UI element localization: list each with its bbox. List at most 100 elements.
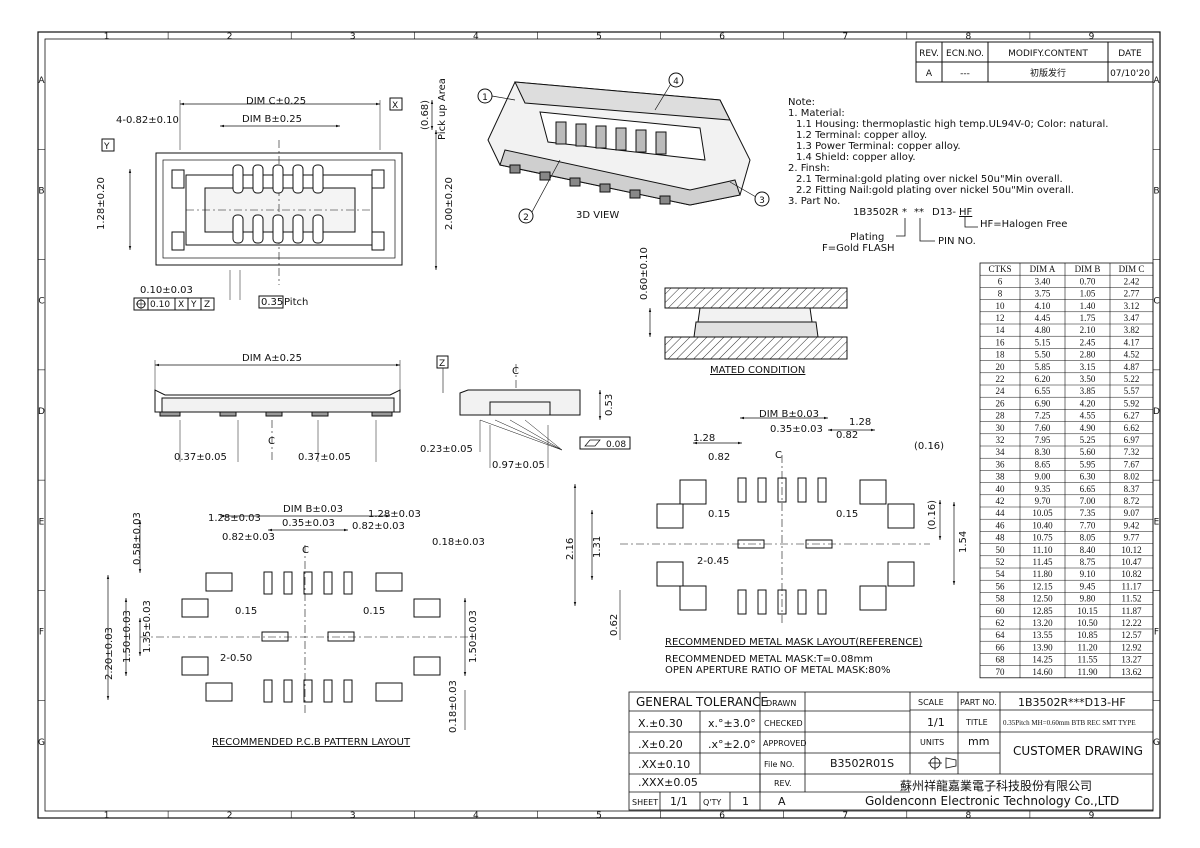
datum-x: X bbox=[392, 101, 398, 111]
ctks-cell: 4.52 bbox=[1124, 350, 1140, 360]
grid-col-label: 8 bbox=[965, 811, 971, 821]
grid-row-label: F bbox=[1154, 628, 1159, 638]
ctks-cell: 10.85 bbox=[1077, 630, 1098, 640]
scale-value: 1/1 bbox=[927, 716, 945, 729]
tol-1: X.±0.30 bbox=[638, 717, 683, 730]
ctks-cell: 1.05 bbox=[1080, 289, 1096, 299]
ctks-cell: 11.45 bbox=[1033, 557, 1053, 567]
ctks-cell: 9.70 bbox=[1035, 496, 1051, 506]
part-code: 1B3502R bbox=[853, 207, 899, 218]
datum-y: Y bbox=[103, 142, 110, 152]
height-068: (0.68) bbox=[420, 100, 431, 130]
rev-cell-date: 07/10'20 bbox=[1110, 69, 1150, 79]
mask-title: RECOMMENDED METAL MASK LAYOUT(REFERENCE) bbox=[665, 637, 923, 648]
grid-row-label: B bbox=[38, 186, 44, 196]
ctks-cell: 4.55 bbox=[1080, 411, 1096, 421]
part-suffix: D13- bbox=[932, 207, 956, 218]
grid-row-label: A bbox=[1153, 76, 1160, 86]
balloon-3: 3 bbox=[759, 196, 765, 206]
ctks-cell: 2.10 bbox=[1080, 325, 1096, 335]
ctks-cell: 42 bbox=[996, 496, 1005, 506]
balloon-4: 4 bbox=[673, 77, 679, 87]
title-value: 0.35Pitch MH=0.60mm BTB REC SMT TYPE bbox=[1003, 719, 1136, 727]
title-label: TITLE bbox=[965, 718, 988, 727]
grid-col-label: 3 bbox=[350, 811, 356, 821]
ctks-cell: 7.95 bbox=[1035, 435, 1051, 445]
note-line: 2.1 Terminal:gold plating over nickel 50… bbox=[796, 174, 1063, 185]
ctks-cell: 3.75 bbox=[1035, 289, 1051, 299]
ctks-cell: 6.65 bbox=[1080, 484, 1096, 494]
ctks-cell: 11.90 bbox=[1078, 667, 1098, 677]
units-label: UNITS bbox=[920, 738, 944, 747]
ctks-cell: 12.15 bbox=[1032, 581, 1053, 591]
side-left-037: 0.37±0.05 bbox=[174, 452, 227, 463]
tol-1-angle: x.°±3.0° bbox=[708, 717, 756, 730]
grid-col-label: 6 bbox=[719, 32, 725, 42]
height-128: 1.28±0.20 bbox=[96, 177, 107, 230]
customer-drawing: CUSTOMER DRAWING bbox=[1013, 744, 1143, 758]
ctks-cell: 4.90 bbox=[1080, 423, 1096, 433]
pcb-w018-top: 0.18±0.03 bbox=[432, 537, 485, 548]
ctks-cell: 4.45 bbox=[1035, 313, 1051, 323]
ctks-cell: 3.47 bbox=[1124, 313, 1140, 323]
gtol-z: Z bbox=[204, 300, 210, 310]
ctks-cell: 12.57 bbox=[1121, 630, 1142, 640]
ctks-cell: 9.77 bbox=[1124, 533, 1140, 543]
ctks-cell: 4.20 bbox=[1080, 398, 1096, 408]
grid-row-label: A bbox=[38, 76, 45, 86]
ctks-cell: 2.45 bbox=[1080, 337, 1096, 347]
ctks-cell: 4.87 bbox=[1124, 362, 1140, 372]
ctks-cell: 11.17 bbox=[1122, 581, 1142, 591]
ctks-cell: 11.10 bbox=[1033, 545, 1053, 555]
ctks-cell: 8.40 bbox=[1080, 545, 1096, 555]
pcb-w128-right: 1.28±0.03 bbox=[368, 509, 421, 520]
gtol-x: X bbox=[178, 300, 184, 310]
ctks-cell: 60 bbox=[996, 606, 1006, 616]
mask-v016-right: (0.16) bbox=[927, 500, 938, 530]
ctks-cell: 3.85 bbox=[1080, 386, 1096, 396]
ctks-cell: 8.75 bbox=[1080, 557, 1096, 567]
dim-b-label: DIM B±0.25 bbox=[242, 114, 302, 125]
tol-3: .XX±0.10 bbox=[638, 758, 690, 771]
ctks-cell: 10.05 bbox=[1032, 508, 1053, 518]
note-line: 2.2 Fitting Nail:gold plating over nicke… bbox=[796, 185, 1074, 196]
ctks-header: DIM C bbox=[1119, 264, 1145, 274]
ctks-cell: 9.00 bbox=[1035, 472, 1051, 482]
rev-header-ecn: ECN.NO. bbox=[946, 49, 984, 59]
ctks-cell: 7.70 bbox=[1080, 520, 1096, 530]
ctks-cell: 6.27 bbox=[1124, 411, 1140, 421]
grid-row-label: C bbox=[38, 297, 44, 307]
ctks-cell: 13.27 bbox=[1121, 655, 1142, 665]
grid-col-label: 4 bbox=[473, 811, 479, 821]
top-view bbox=[101, 97, 438, 311]
ctks-cell: 16 bbox=[996, 337, 1006, 347]
end-centerline: C bbox=[512, 366, 519, 377]
mask-w082-right: 0.82 bbox=[836, 430, 858, 441]
ctks-cell: 13.90 bbox=[1032, 642, 1053, 652]
pcb-spacing: 2-0.50 bbox=[220, 653, 252, 664]
ctks-cell: 38 bbox=[996, 472, 1006, 482]
ctks-cell: 14.25 bbox=[1032, 655, 1053, 665]
connector-3d-view: 1 2 3 4 bbox=[477, 72, 770, 224]
mask-centerline: C bbox=[775, 450, 782, 461]
ctks-cell: 6.20 bbox=[1035, 374, 1051, 384]
ctks-cell: 11.80 bbox=[1033, 569, 1053, 579]
ctks-cell: 9.45 bbox=[1080, 581, 1096, 591]
ctks-cell: 11.20 bbox=[1078, 642, 1098, 652]
ctks-cell: 44 bbox=[996, 508, 1006, 518]
rev-header-content: MODIFY.CONTENT bbox=[1008, 49, 1088, 59]
rev-cell-content: 初版发行 bbox=[1030, 67, 1066, 79]
ctks-cell: 10.15 bbox=[1077, 606, 1098, 616]
ctks-cell: 5.85 bbox=[1035, 362, 1051, 372]
tol-2-angle: .x°±2.0° bbox=[708, 738, 756, 751]
grid-col-label: 1 bbox=[104, 32, 110, 42]
ctks-cell: 70 bbox=[996, 667, 1006, 677]
ctks-cell: 6.90 bbox=[1035, 398, 1051, 408]
ctks-cell: 6.97 bbox=[1124, 435, 1140, 445]
rev-cell-ecn: --- bbox=[960, 69, 970, 79]
ctks-cell: 9.35 bbox=[1035, 484, 1051, 494]
tol-2: .X±0.20 bbox=[638, 738, 683, 751]
